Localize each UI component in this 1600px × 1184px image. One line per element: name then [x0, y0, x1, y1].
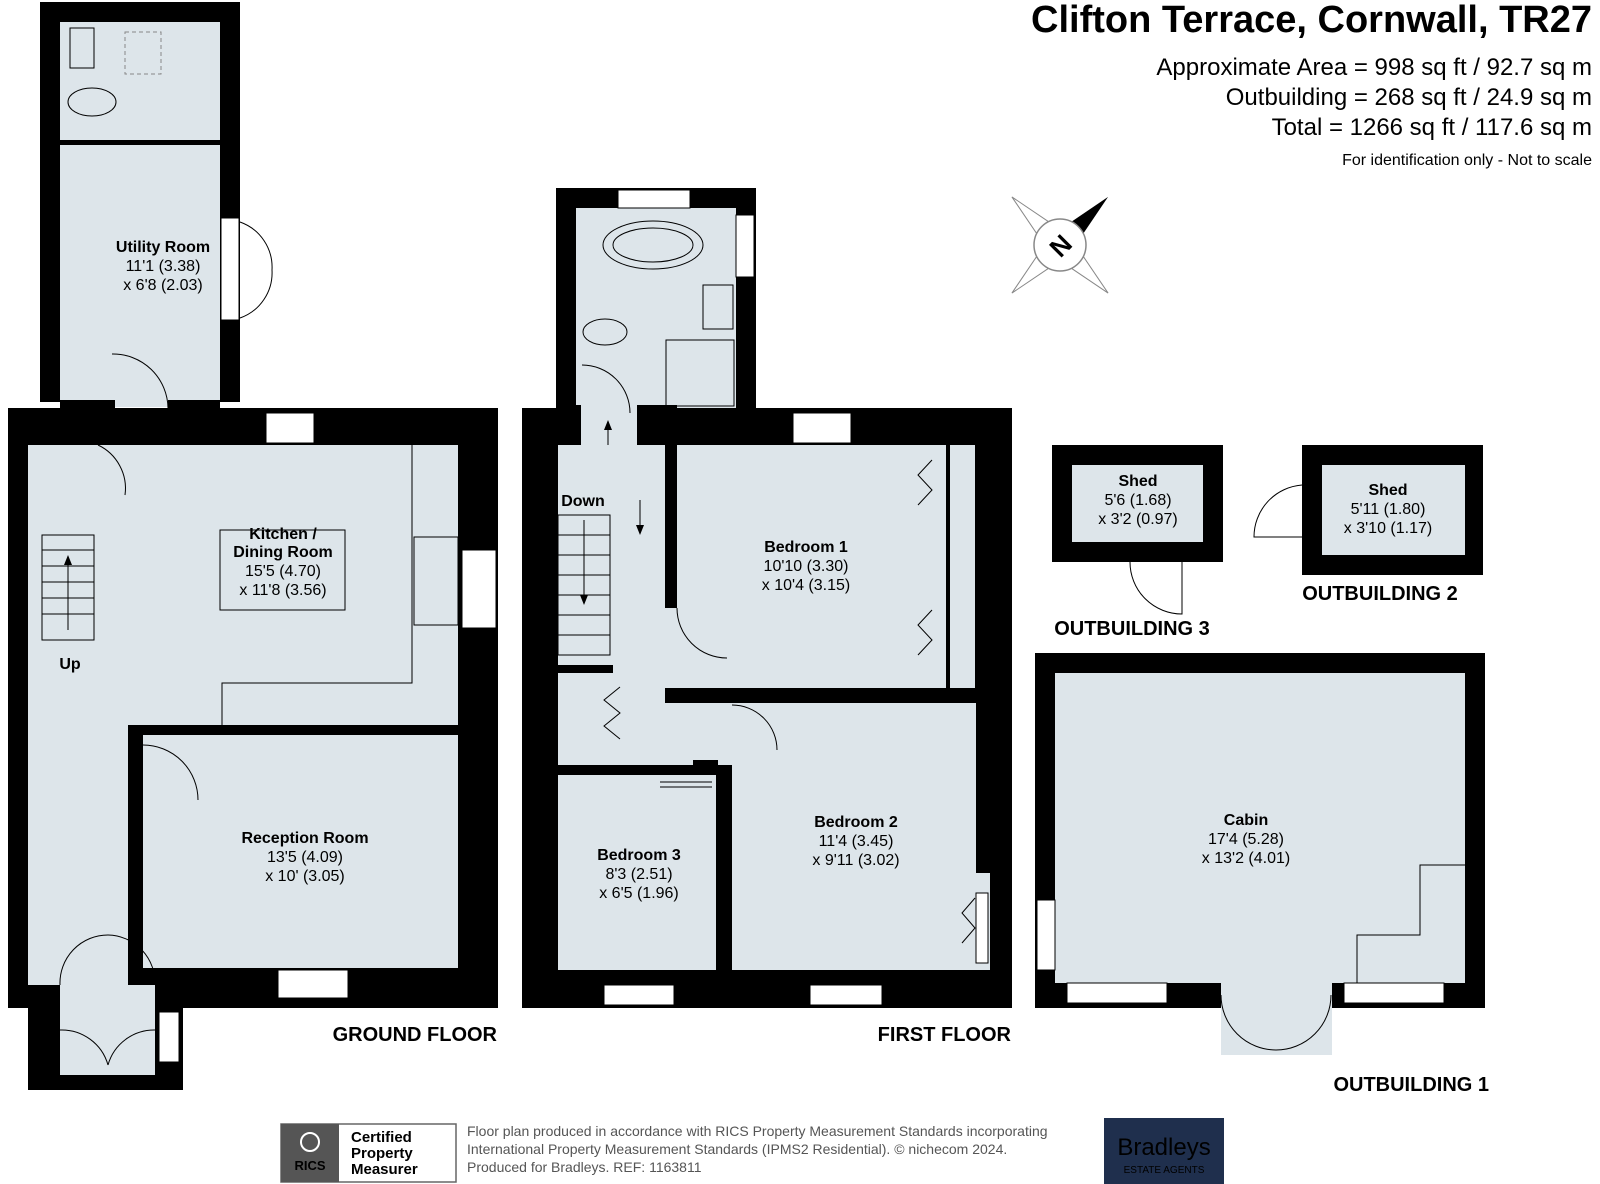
bedroom-1-dim1: 10'10 (3.30) — [764, 558, 849, 575]
basin-icon — [69, 27, 95, 69]
utility-room-dim2: x 6'8 (2.03) — [123, 277, 203, 294]
rics-logo-text: RICS — [294, 1158, 325, 1173]
bedroom-2-dim1: 11'4 (3.45) — [819, 833, 894, 850]
shed-3-dim1: 5'6 (1.68) — [1104, 492, 1171, 509]
bath-icon — [602, 220, 704, 270]
cabin-dim2: x 13'2 (4.01) — [1202, 850, 1290, 867]
ground-floor-label: GROUND FLOOR — [333, 1024, 498, 1046]
bedroom-1-dim2: x 10'4 (3.15) — [762, 577, 850, 594]
porch — [60, 985, 155, 1075]
bedroom-3-dim2: x 6'5 (1.96) — [599, 885, 679, 902]
stairs-up — [41, 534, 95, 641]
reception-room-dim2: x 10' (3.05) — [265, 868, 345, 885]
bradleys-logo — [1104, 1118, 1224, 1184]
basin-icon — [702, 284, 734, 330]
rics-certified-badge — [280, 1123, 457, 1183]
outbuilding-2-label: OUTBUILDING 2 — [1302, 583, 1458, 605]
kitchen-dim1: 15'5 (4.70) — [245, 563, 321, 580]
sink-icon — [413, 536, 459, 626]
agent-name: Bradleys — [1117, 1134, 1210, 1161]
footer-note-1: Floor plan produced in accordance with R… — [467, 1123, 1048, 1139]
kitchen-name-line2: Dining Room — [233, 544, 333, 561]
reception-room-dim1: 13'5 (4.09) — [267, 849, 343, 866]
approximate-area: Approximate Area = 998 sq ft / 92.7 sq m — [1156, 54, 1592, 81]
bedroom-1-name: Bedroom 1 — [764, 539, 848, 556]
first-floor-label: FIRST FLOOR — [878, 1024, 1012, 1046]
shed-2-dim2: x 3'10 (1.17) — [1344, 520, 1432, 537]
cabin-dim1: 17'4 (5.28) — [1208, 831, 1284, 848]
skylight-icon — [124, 31, 162, 75]
shed-2-dim1: 5'11 (1.80) — [1351, 501, 1426, 518]
outbuilding-1 — [1035, 653, 1485, 1055]
footer-note-3: Produced for Bradleys. REF: 1163811 — [467, 1159, 702, 1175]
cert-line-2: Property — [351, 1145, 413, 1162]
shower-icon — [665, 339, 735, 407]
stairs-down — [557, 420, 644, 656]
cert-line-3: Measurer — [351, 1161, 418, 1178]
bedroom-2-name: Bedroom 2 — [814, 814, 898, 831]
utility-room-dim1: 11'1 (3.38) — [126, 258, 201, 275]
disclaimer: For identification only - Not to scale — [1342, 152, 1592, 169]
property-title: Clifton Terrace, Cornwall, TR27 — [1031, 0, 1592, 41]
ground-floor — [8, 2, 498, 1090]
stairs-up-label: Up — [59, 656, 81, 673]
north-compass-icon — [1011, 196, 1109, 294]
bedroom-2-dim2: x 9'11 (3.02) — [812, 852, 899, 869]
bedroom-3 — [558, 775, 716, 970]
bedroom-2 — [732, 703, 990, 970]
utility-room — [60, 145, 220, 407]
bathroom — [576, 208, 736, 408]
kitchen-name-line1: Kitchen / — [249, 526, 317, 543]
first-floor — [522, 188, 1012, 1008]
toilet-icon — [582, 318, 628, 346]
wc-room — [60, 22, 220, 140]
shed-2-name: Shed — [1368, 482, 1407, 499]
utility-room-name: Utility Room — [116, 239, 210, 256]
toilet-icon — [67, 87, 117, 117]
outbuilding-2 — [1253, 445, 1483, 575]
kitchen-dim2: x 11'8 (3.56) — [239, 582, 326, 599]
footer-note-2: International Property Measurement Stand… — [467, 1141, 1007, 1157]
outbuilding-1-label: OUTBUILDING 1 — [1333, 1074, 1489, 1096]
shed-3-name: Shed — [1118, 473, 1157, 490]
rics-logo-icon — [300, 1132, 320, 1152]
bedroom-3-dim1: 8'3 (2.51) — [605, 866, 672, 883]
agent-subtitle: ESTATE AGENTS — [1124, 1165, 1205, 1176]
outbuilding-3 — [1052, 445, 1223, 615]
shed-3-dim2: x 3'2 (0.97) — [1098, 511, 1178, 528]
total-area: Total = 1266 sq ft / 117.6 sq m — [1272, 114, 1592, 141]
cert-line-1: Certified — [351, 1129, 412, 1146]
outbuilding-area: Outbuilding = 268 sq ft / 24.9 sq m — [1226, 84, 1592, 111]
reception-room — [143, 735, 458, 968]
cabin-name: Cabin — [1224, 812, 1268, 829]
reception-room-name: Reception Room — [241, 830, 368, 847]
outbuilding-3-label: OUTBUILDING 3 — [1054, 618, 1210, 640]
stairs-down-label: Down — [561, 493, 605, 510]
bedroom-3-name: Bedroom 3 — [597, 847, 681, 864]
